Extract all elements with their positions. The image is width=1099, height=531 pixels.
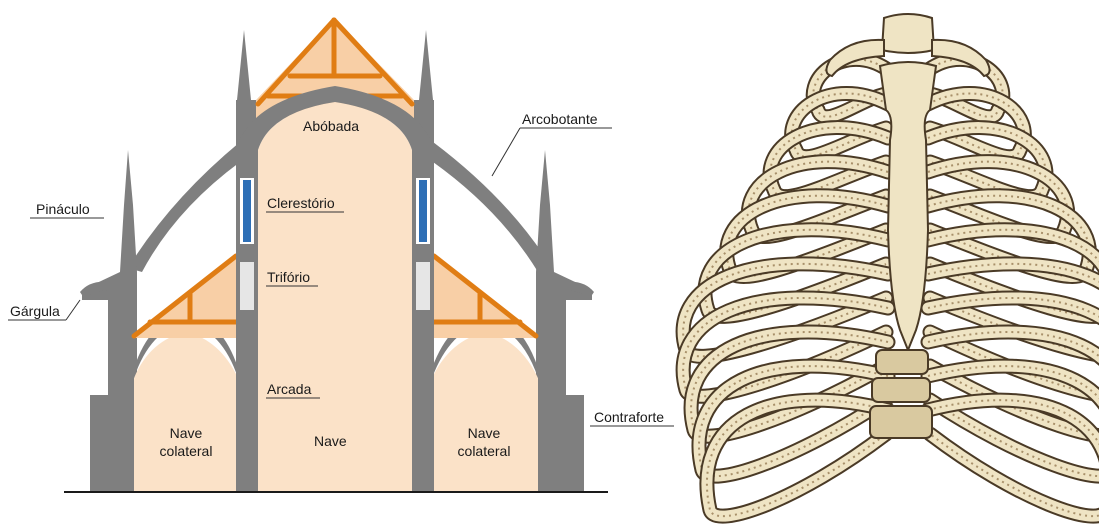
triforium-right — [416, 262, 430, 310]
triforium-left — [240, 262, 254, 310]
contraforte-label: Contraforte — [594, 409, 664, 425]
aisle-interior-left — [134, 332, 238, 492]
spire-left — [236, 30, 252, 110]
nave-label: Nave — [314, 433, 347, 449]
nave-colateral-left-label-line1: Nave — [170, 425, 203, 441]
pinaculo-label: Pináculo — [36, 201, 90, 217]
pinnacle-left — [82, 150, 137, 492]
clerestorio-label: Clerestório — [267, 195, 335, 211]
clerestory-glass-left — [243, 180, 251, 242]
flying-buttress-right — [433, 142, 552, 272]
aisle-interior-right — [432, 332, 538, 492]
clerestory-glass-right — [419, 180, 427, 242]
arcobotante-label: Arcobotante — [522, 111, 598, 127]
pinnacle-right — [536, 150, 592, 492]
nave-colateral-right-label-line1: Nave — [468, 425, 501, 441]
nave-colateral-left-label-line2: colateral — [160, 443, 213, 459]
rib-cage-illustration — [683, 14, 1099, 516]
abobada-label: Abóbada — [303, 118, 359, 134]
top-vertebra — [882, 14, 934, 53]
nave-colateral-right-label-line2: colateral — [458, 443, 511, 459]
cathedral-cross-section: Pináculo Arcobotante Gárgula Contraforte… — [8, 18, 674, 492]
triforio-label: Trifório — [267, 269, 310, 285]
arcada-label: Arcada — [267, 381, 312, 397]
gargula-label: Gárgula — [10, 303, 60, 319]
spire-right — [418, 30, 434, 110]
lumbar-spine — [870, 350, 932, 438]
flying-buttress-left — [128, 142, 240, 272]
